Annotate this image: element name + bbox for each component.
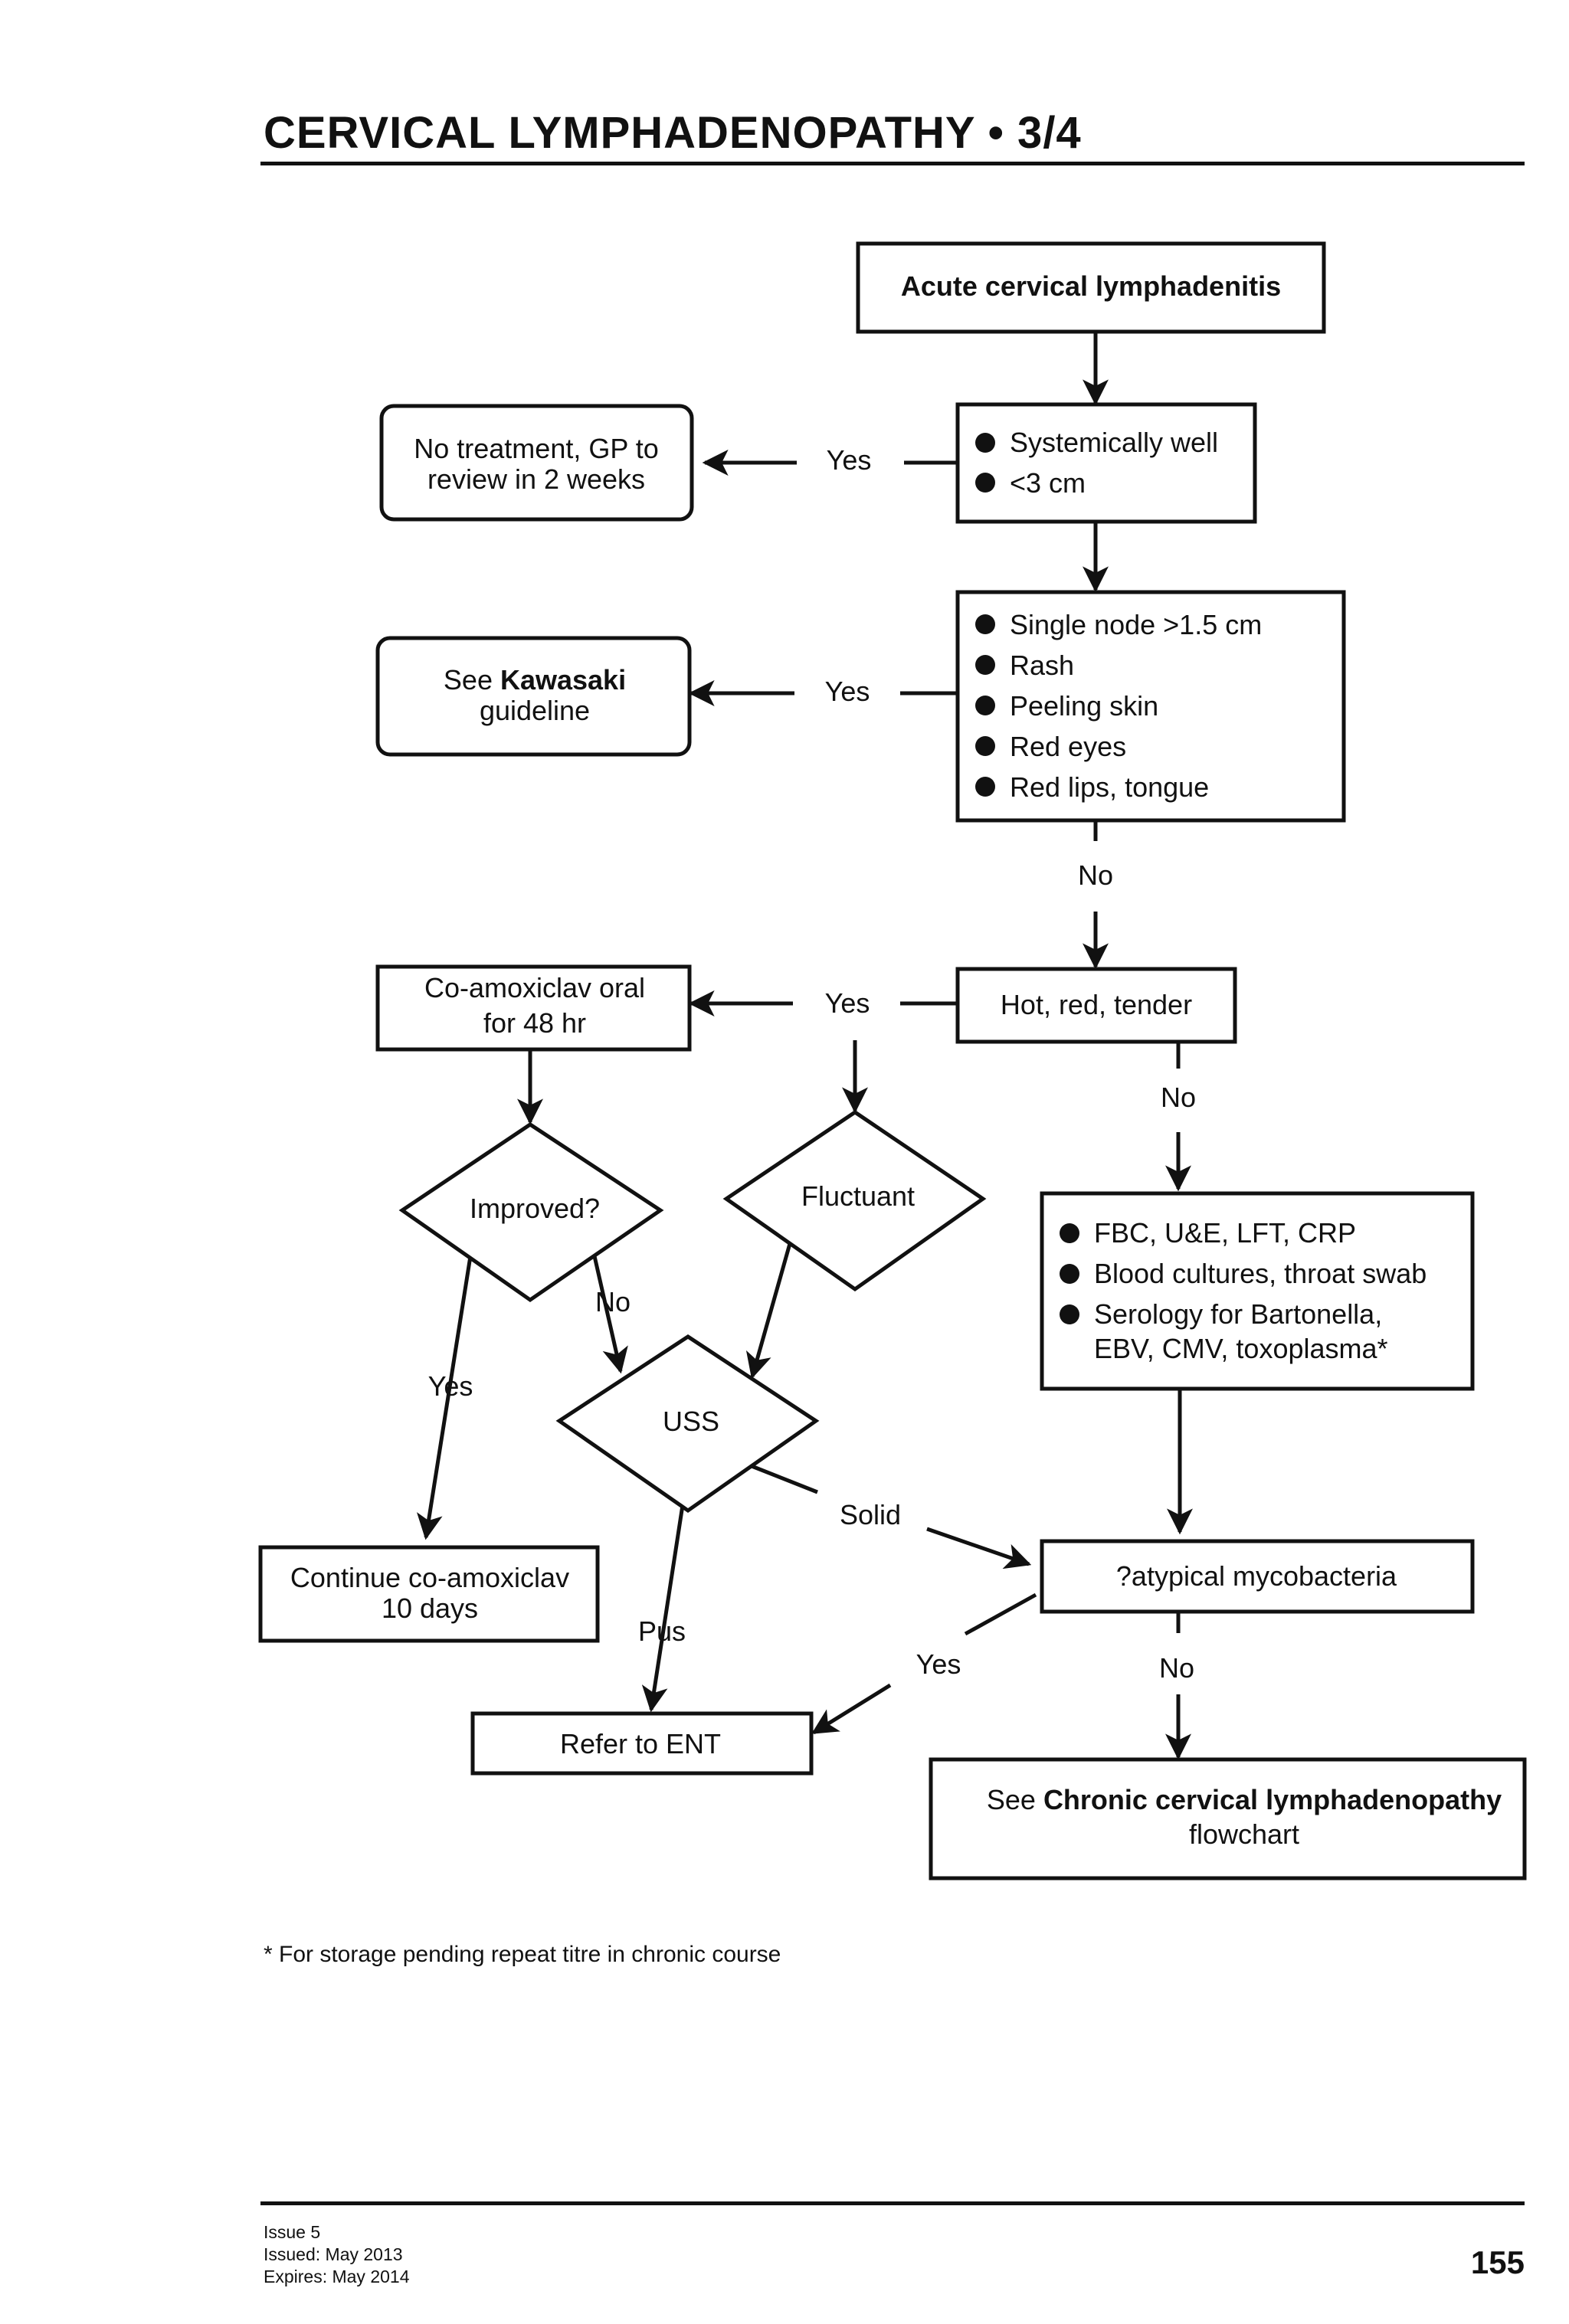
node-shapes [258, 241, 1527, 1880]
q1-bullet-1: Systemically well [1010, 427, 1218, 458]
q2-no-label: No [1078, 859, 1113, 891]
line-atypical-yes [964, 1592, 1037, 1636]
footer-rule [260, 2201, 1525, 2205]
footer-info: Issue 5 Issued: May 2013 Expires: May 20… [264, 2221, 409, 2288]
investigations-bullet-1: FBC, U&E, LFT, CRP [1094, 1217, 1356, 1249]
uss-pus-label: Pus [638, 1615, 686, 1647]
q3-no-label: No [1161, 1082, 1196, 1113]
coamox-box [375, 964, 692, 1052]
footer-issued: Issued: May 2013 [264, 2244, 403, 2264]
footnote: * For storage pending repeat titre in ch… [264, 1942, 781, 1967]
atypical-yes-label: Yes [916, 1648, 961, 1680]
investigations-serology-line1: Serology for Bartonella, [1094, 1298, 1382, 1330]
continue-line1: Continue co-amoxiclav [290, 1562, 569, 1593]
investigations-serology-line2: EBV, CMV, toxoplasma* [1094, 1333, 1388, 1364]
q2-box [955, 590, 1346, 823]
start-label: Acute cervical lymphadenitis [901, 270, 1281, 302]
start-box [856, 241, 1326, 334]
atypical-label: ?atypical mycobacteria [1116, 1560, 1397, 1592]
improved-no-label: No [595, 1286, 631, 1317]
q1-box [955, 402, 1257, 524]
investigations-box [1040, 1191, 1475, 1391]
page-title: CERVICAL LYMPHADENOPATHY • 3/4 [264, 108, 1082, 158]
q3-label: Hot, red, tender [1001, 989, 1192, 1020]
uss-solid-label: Solid [840, 1499, 901, 1530]
header-rule [260, 162, 1525, 165]
q1-yes-outcome-line1: No treatment, GP to [414, 433, 658, 464]
q2-bullet-2: Rash [1010, 650, 1074, 681]
q2-bullet-1: Single node >1.5 cm [1010, 609, 1262, 640]
refer-box [470, 1711, 814, 1776]
q2-bullet-4: Red eyes [1010, 731, 1126, 762]
arrow-improved-yes [416, 1255, 473, 1540]
chronic-box [929, 1757, 1527, 1880]
arrow-fluctuant-to-uss [745, 1240, 793, 1380]
coamox-line1: Co-amoxiclav oral [424, 972, 645, 1003]
continue-line2: 10 days [382, 1592, 478, 1624]
coamox-line2: for 48 hr [483, 1007, 586, 1039]
investigations-bullet-2: Blood cultures, throat swab [1094, 1258, 1427, 1289]
q1-yes-outcome-box [379, 404, 694, 522]
arrow-uss-solid [926, 1527, 1032, 1570]
arrow-atypical-yes [811, 1683, 892, 1735]
fluctuant-diamond [722, 1109, 987, 1292]
q3-box [955, 967, 1237, 1044]
continue-box [258, 1545, 600, 1643]
uss-label: USS [663, 1406, 719, 1437]
improved-yes-label: Yes [428, 1370, 473, 1402]
improved-label: Improved? [470, 1193, 600, 1224]
q2-yes-label: Yes [825, 676, 870, 707]
q1-bullet-2: <3 cm [1010, 467, 1086, 499]
fluctuant-label: Fluctuant [801, 1180, 915, 1212]
q1-yes-outcome-line2: review in 2 weeks [427, 463, 645, 495]
chronic-line1: See Chronic cervical lymphadenopathy [987, 1784, 1502, 1815]
refer-label: Refer to ENT [560, 1728, 721, 1759]
kawasaki-box [375, 636, 692, 757]
atypical-no-label: No [1159, 1652, 1194, 1684]
kawasaki-line1: See Kawasaki [444, 664, 626, 696]
q1-yes-label: Yes [827, 444, 872, 476]
arrow-uss-pus [641, 1504, 685, 1713]
footer-issue: Issue 5 [264, 2222, 321, 2242]
chronic-line2: flowchart [1189, 1818, 1299, 1850]
arrow-improved-no [592, 1255, 628, 1374]
atypical-box [1040, 1539, 1475, 1614]
connector-lines [416, 332, 1193, 1760]
q2-bullet-3: Peeling skin [1010, 690, 1158, 722]
bullet-dots [975, 433, 1079, 1324]
kawasaki-line2: guideline [480, 695, 590, 726]
line-uss-solid [747, 1462, 818, 1494]
footer-expires: Expires: May 2014 [264, 2267, 410, 2286]
page-number: 155 [1470, 2244, 1525, 2280]
uss-diamond [555, 1334, 820, 1514]
q3-yes-label: Yes [825, 987, 870, 1019]
q2-bullet-5: Red lips, tongue [1010, 771, 1209, 803]
improved-diamond [398, 1121, 664, 1303]
